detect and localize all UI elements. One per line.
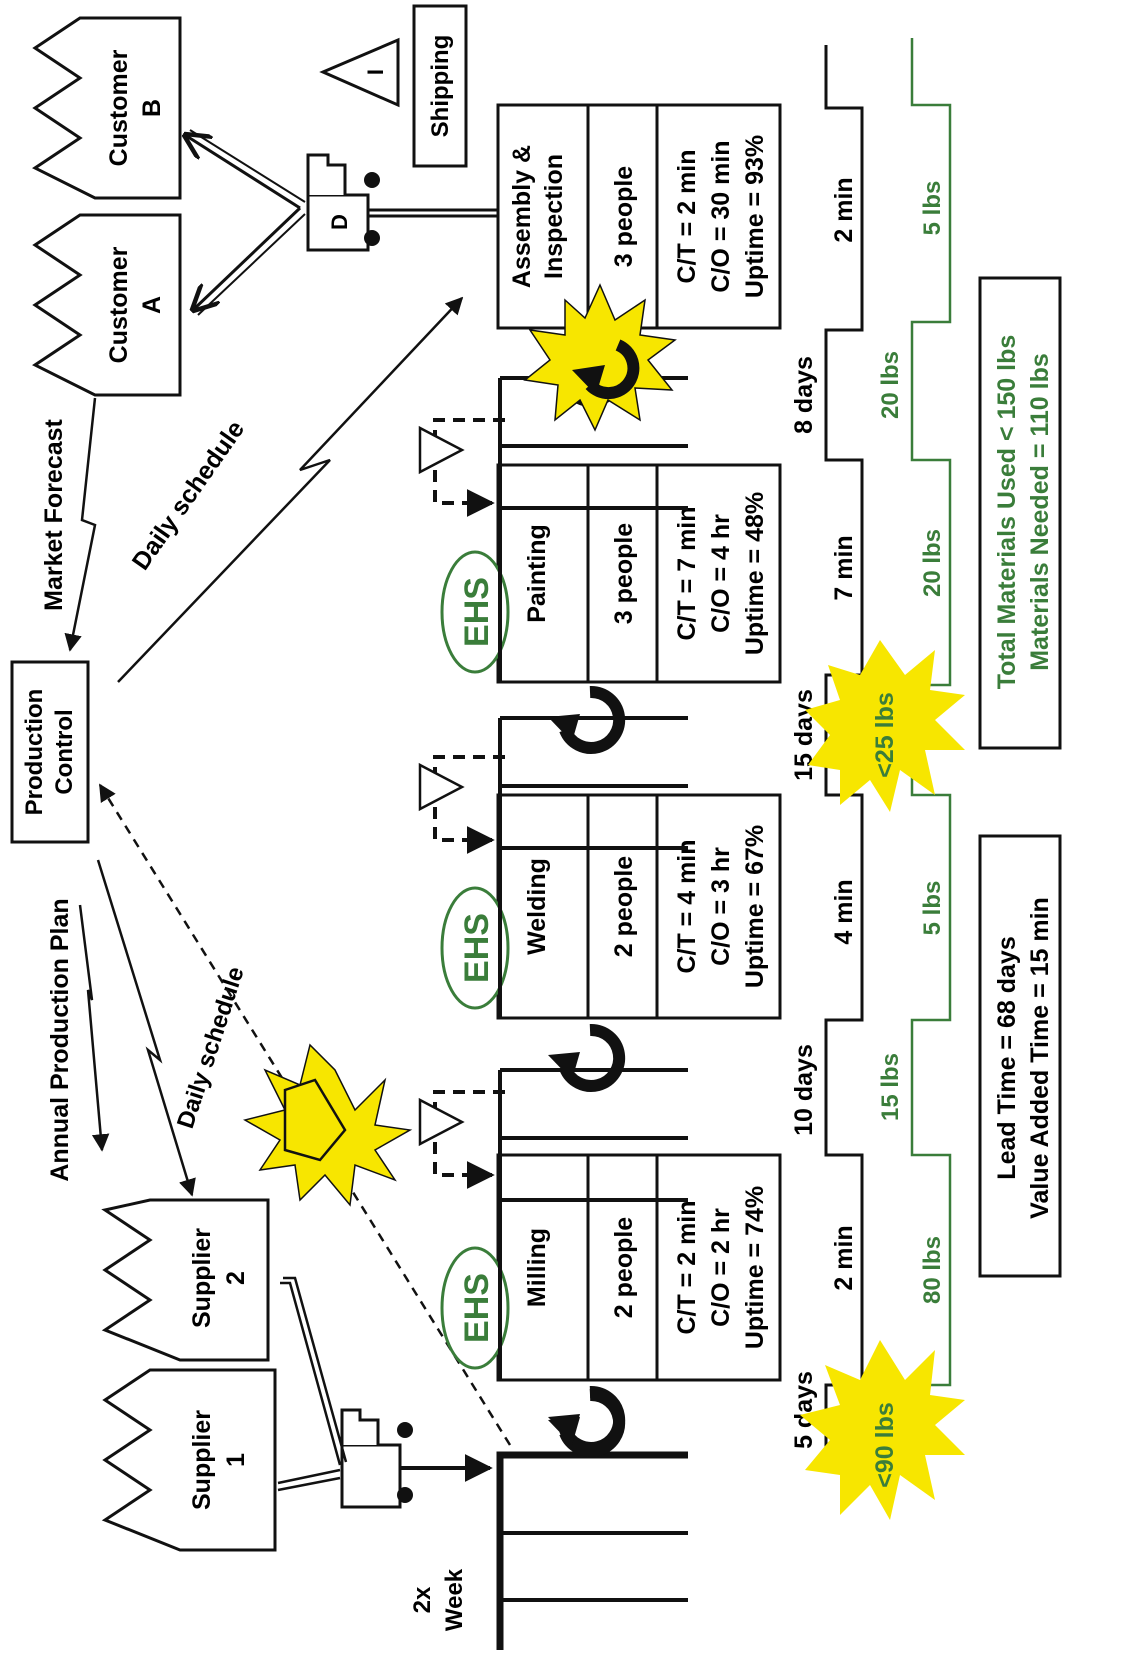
dock-mark: D	[327, 214, 352, 230]
process-name-2: Welding	[523, 858, 551, 955]
process-metric-4-1: C/T = 2 min	[673, 149, 701, 283]
process-metric-1-3: Uptime = 74%	[741, 1186, 769, 1349]
process-time-1: 2 min	[830, 1225, 858, 1290]
customer-b-letter: B	[138, 99, 166, 117]
process-metric-4-2: C/O = 30 min	[707, 140, 735, 292]
process-people-4: 3 people	[610, 166, 638, 268]
truck-icon-outbound: D	[306, 153, 380, 252]
shipment-frequency-line1: 2x	[409, 1586, 436, 1613]
customer-a-letter: A	[138, 296, 166, 314]
ehs-badge-2: EHS	[440, 886, 510, 1010]
ehs-badge-1: EHS	[440, 1246, 510, 1370]
ehs-label-1: EHS	[458, 1273, 496, 1343]
ehs-label-3: EHS	[458, 577, 496, 647]
kaizen-burst-materials-2-label: <25 lbs	[871, 692, 899, 777]
inventory-triangle-icon: I	[319, 37, 400, 108]
push-arrow-icon-3	[548, 685, 626, 754]
supplier-1-label: Supplier	[188, 1410, 216, 1510]
material-used-2: 5 lbs	[919, 881, 946, 936]
supplier-2-label: Supplier	[188, 1228, 216, 1328]
supermarket-rack-icon-input	[496, 1451, 688, 1650]
process-metric-1-1: C/T = 2 min	[673, 1200, 701, 1334]
supplier-2-number: 2	[222, 1271, 250, 1285]
process-metric-2-1: C/T = 4 min	[673, 839, 701, 973]
process-time-2: 4 min	[830, 879, 858, 944]
inbound-shipment-lines	[277, 1276, 493, 1492]
kaizen-burst-assembly	[523, 283, 677, 432]
production-control-label-2: Control	[51, 709, 78, 794]
process-people-2: 2 people	[610, 856, 638, 958]
market-forecast-label: Market Forecast	[40, 418, 68, 610]
shipment-frequency-line2: Week	[441, 1568, 468, 1631]
process-name-1: Milling	[523, 1228, 551, 1307]
wait-time-1: 5 days	[790, 1371, 818, 1449]
process-name-3: Painting	[523, 524, 551, 623]
materials-summary-box: Total Materials Used < 150 lbs Materials…	[978, 276, 1062, 750]
process-metric-3-2: C/O = 4 hr	[707, 514, 735, 633]
kaizen-burst-materials-1: <90 lbs	[800, 1340, 965, 1520]
supplier-2-factory-icon: Supplier 2	[101, 1198, 270, 1362]
customer-b-label: Customer	[105, 49, 133, 166]
process-metric-4-3: Uptime = 93%	[741, 135, 769, 298]
materials-needed-text: Materials Needed = 110 lbs	[1026, 353, 1054, 671]
daily-schedule-lower-arrow	[96, 859, 196, 1197]
shipping-label: Shipping	[427, 35, 454, 138]
wait-time-2: 10 days	[790, 1044, 818, 1136]
process-people-3: 3 people	[610, 523, 638, 625]
outbound-shipment-arrows	[185, 129, 498, 316]
push-arrow-icon-2	[548, 1023, 626, 1092]
shipping-box: Shipping	[412, 4, 468, 168]
material-used-4: 5 lbs	[919, 181, 946, 236]
process-people-1: 2 people	[610, 1217, 638, 1319]
customer-b-factory-icon: Customer B	[32, 16, 182, 200]
supplier-1-factory-icon: Supplier 1	[101, 1368, 277, 1552]
kaizen-burst-materials-1-label: <90 lbs	[871, 1402, 899, 1487]
process-time-4: 2 min	[830, 177, 858, 242]
market-forecast-electronic-arrow	[64, 397, 97, 652]
lead-time-summary-box: Lead Time = 68 days Value Added Time = 1…	[978, 834, 1062, 1278]
total-materials-used-text: Total Materials Used < 150 lbs	[993, 335, 1021, 690]
material-used-1: 80 lbs	[919, 1236, 946, 1304]
annual-plan-label: Annual Production Plan	[46, 898, 74, 1181]
material-used-3: 20 lbs	[919, 529, 946, 597]
wait-time-3: 15 days	[790, 689, 818, 781]
daily-schedule-upper-label: Daily schedule	[127, 416, 250, 576]
process-metric-1-2: C/O = 2 hr	[707, 1208, 735, 1327]
production-control-box: Production Control	[10, 660, 90, 844]
annual-plan-electronic-arrow	[78, 904, 110, 1152]
lead-time-text: Lead Time = 68 days	[993, 936, 1021, 1179]
customer-a-label: Customer	[105, 246, 133, 363]
wait-time-4: 8 days	[790, 356, 818, 434]
supplier-1-number: 1	[222, 1453, 250, 1467]
ehs-badge-3: EHS	[440, 550, 510, 674]
value-added-time-text: Value Added Time = 15 min	[1026, 897, 1054, 1219]
kaizen-burst-materials-2: <25 lbs	[805, 640, 965, 812]
process-name-4: Assembly &	[508, 145, 536, 288]
truck-icon-inbound	[340, 1408, 413, 1509]
daily-schedule-upper-arrow	[117, 296, 464, 683]
supermarket-rack-icon-1	[418, 1068, 688, 1380]
material-needed-2: 20 lbs	[877, 351, 904, 419]
ehs-label-2: EHS	[458, 913, 496, 983]
supermarket-rack-icon-2	[418, 716, 688, 1018]
process-metric-2-2: C/O = 3 hr	[707, 847, 735, 966]
push-arrow-icon-0	[548, 1388, 626, 1457]
kaizen-burst-supply	[243, 1043, 413, 1207]
lead-time-ladder	[824, 45, 864, 1460]
process-metric-3-3: Uptime = 48%	[741, 492, 769, 655]
production-control-label: Production	[21, 689, 48, 816]
daily-schedule-lower-label: Daily schedule	[172, 964, 250, 1132]
customer-a-factory-icon: Customer A	[32, 213, 182, 397]
process-metric-3-1: C/T = 7 min	[673, 506, 701, 640]
process-name-4-2: Inspection	[540, 154, 568, 279]
material-needed-1: 15 lbs	[877, 1053, 904, 1121]
process-metric-2-3: Uptime = 67%	[741, 825, 769, 988]
inventory-mark: I	[363, 69, 388, 75]
process-time-3: 7 min	[830, 535, 858, 600]
